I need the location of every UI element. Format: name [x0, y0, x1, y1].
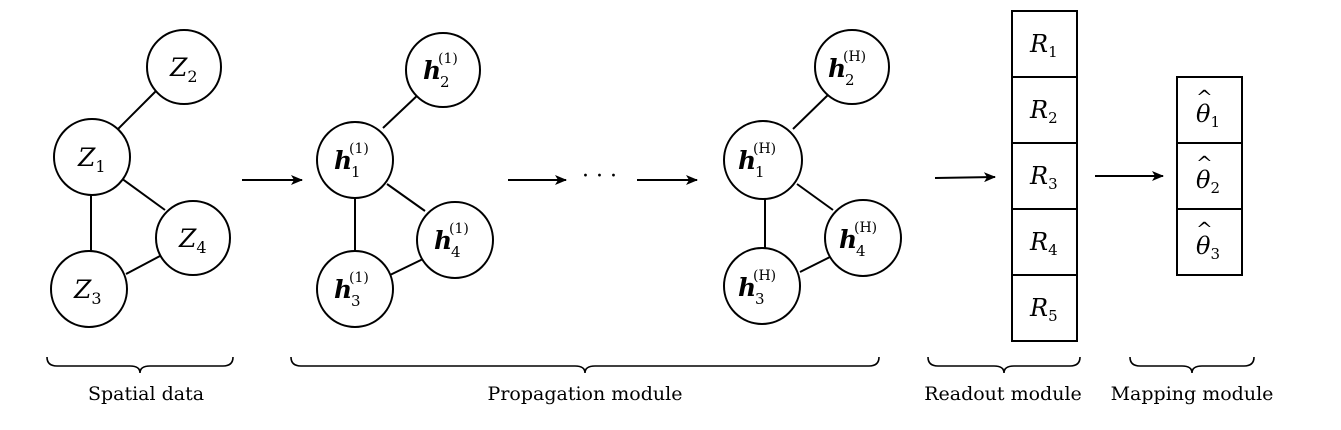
- svg-text:R5: R5: [1029, 294, 1058, 325]
- svg-text:(1): (1): [438, 51, 458, 67]
- svg-text:3: 3: [755, 290, 765, 308]
- svg-text:(1): (1): [349, 141, 369, 157]
- readout-cell-4: R4: [1011, 208, 1078, 276]
- node-z3: Z3: [50, 250, 128, 328]
- caption-spatial-data: Spatial data: [88, 383, 204, 405]
- svg-text:h: h: [738, 273, 756, 302]
- svg-text:1: 1: [755, 163, 765, 181]
- readout-vector: R1 R2 R3 R4 R5: [1011, 10, 1078, 342]
- readout-cell-2: R2: [1011, 76, 1078, 144]
- spatial-graph: Z2 Z1 Z4 Z3: [50, 29, 231, 328]
- svg-text:Z4: Z4: [178, 224, 207, 257]
- mapping-cell-1: ^ θ1: [1176, 76, 1243, 144]
- readout-cell-3: R3: [1011, 142, 1078, 210]
- edge-h1-h2-H: [792, 92, 831, 130]
- svg-text:2: 2: [440, 73, 450, 91]
- caption-propagation-module: Propagation module: [488, 383, 683, 405]
- edge-h1-h4: [386, 183, 426, 212]
- edge-z1-z4: [120, 177, 166, 211]
- edge-z1-z2: [117, 86, 161, 130]
- svg-text:θ1: θ1: [1196, 100, 1220, 131]
- svg-text:^: ^: [1196, 151, 1213, 175]
- brace-readout: [927, 356, 1081, 374]
- node-h4-layer-H: h (H) 4: [824, 199, 902, 277]
- readout-cell-5: R5: [1011, 274, 1078, 342]
- svg-text:R2: R2: [1029, 96, 1058, 127]
- svg-text:2: 2: [845, 71, 855, 89]
- node-h1-layer-H: h (H) 1: [723, 120, 803, 200]
- node-h4-layer-1: h (1) 4: [416, 201, 494, 279]
- edge-h1-h2: [382, 92, 421, 129]
- svg-text:Z2: Z2: [169, 53, 198, 86]
- ellipsis: · · ·: [582, 164, 617, 189]
- svg-text:h: h: [738, 146, 756, 175]
- node-z4: Z4: [155, 200, 231, 276]
- hidden-graph-layer-1: h (1) 2 h (1) 1 h (1) 4 h (1) 3: [316, 32, 494, 328]
- edge-z3-z4: [125, 255, 161, 275]
- edge-h3-h4-H: [799, 256, 831, 273]
- node-h1-layer-1: h (1) 1: [316, 121, 394, 199]
- svg-text:R4: R4: [1029, 228, 1058, 259]
- node-h2-layer-1: h (1) 2: [405, 32, 481, 108]
- arrow-to-readout: [934, 172, 996, 183]
- node-z1: Z1: [53, 118, 131, 196]
- mapping-cell-3: ^ θ3: [1176, 208, 1243, 276]
- brace-spatial: [46, 356, 234, 374]
- svg-text:(H): (H): [753, 141, 776, 157]
- svg-text:R3: R3: [1029, 162, 1058, 193]
- caption-mapping-module: Mapping module: [1111, 383, 1274, 405]
- mapping-vector: ^ θ1 ^ θ2 ^ θ3: [1176, 76, 1243, 276]
- node-h3-layer-1: h (1) 3: [316, 250, 394, 328]
- svg-text:3: 3: [351, 292, 361, 310]
- svg-text:(1): (1): [349, 270, 369, 286]
- svg-text:Z1: Z1: [77, 143, 106, 176]
- svg-text:4: 4: [451, 243, 461, 261]
- svg-text:h: h: [839, 225, 857, 254]
- svg-text:Z3: Z3: [73, 275, 102, 308]
- edge-h3-h4: [389, 258, 424, 276]
- svg-text:(H): (H): [843, 49, 866, 65]
- svg-text:h: h: [828, 54, 846, 83]
- mapping-cell-2: ^ θ2: [1176, 142, 1243, 210]
- node-h3-layer-H: h (H) 3: [723, 247, 801, 325]
- svg-text:h: h: [334, 146, 352, 175]
- node-z2: Z2: [146, 29, 222, 105]
- svg-text:h: h: [434, 226, 452, 255]
- node-h2-layer-H: h (H) 2: [814, 29, 890, 105]
- svg-text:h: h: [423, 56, 441, 85]
- svg-text:4: 4: [856, 242, 866, 260]
- caption-readout-module: Readout module: [924, 383, 1082, 405]
- svg-text:θ2: θ2: [1196, 166, 1220, 197]
- svg-text:(1): (1): [449, 221, 469, 237]
- svg-text:^: ^: [1196, 85, 1213, 109]
- readout-cell-1: R1: [1011, 10, 1078, 78]
- svg-text:R1: R1: [1029, 30, 1058, 61]
- svg-text:(H): (H): [854, 220, 877, 236]
- svg-text:θ3: θ3: [1196, 232, 1220, 263]
- svg-text:^: ^: [1196, 217, 1213, 241]
- svg-text:1: 1: [351, 163, 361, 181]
- svg-text:(H): (H): [753, 268, 776, 284]
- brace-mapping: [1129, 356, 1255, 374]
- hidden-graph-layer-H: h (H) 2 h (H) 1 h (H) 4 h (H) 3: [723, 29, 902, 325]
- svg-text:h: h: [334, 275, 352, 304]
- brace-propagation: [290, 356, 880, 374]
- edge-h1-h4-H: [796, 183, 834, 211]
